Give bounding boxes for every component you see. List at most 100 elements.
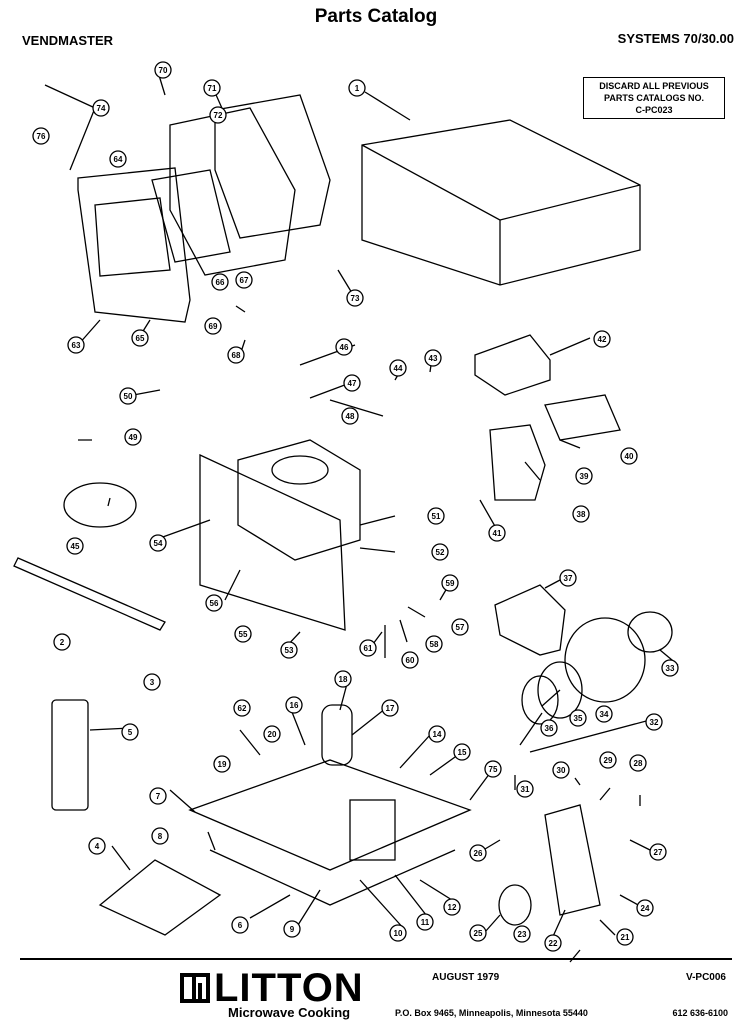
callout-9: 9 <box>283 920 301 938</box>
stirrer-drawing <box>63 482 137 528</box>
callout-number: 28 <box>634 759 643 768</box>
magnetron-drawing <box>489 424 546 501</box>
callout-number: 48 <box>346 412 355 421</box>
callout-circle <box>636 899 654 917</box>
callout-number: 17 <box>386 704 395 713</box>
discard-notice: DISCARD ALL PREVIOUS PARTS CATALOGS NO. … <box>583 77 725 119</box>
callout-circle <box>263 725 281 743</box>
callout-circle <box>552 761 570 779</box>
callout-number: 37 <box>564 574 573 583</box>
callout-73: 73 <box>346 289 364 307</box>
callout-number: 52 <box>436 548 445 557</box>
callout-circle <box>416 913 434 931</box>
callout-number: 57 <box>456 623 465 632</box>
callout-circle <box>53 633 71 651</box>
callout-number: 21 <box>621 933 630 942</box>
callout-number: 66 <box>216 278 225 287</box>
callout-17: 17 <box>381 699 399 717</box>
catalog-date: AUGUST 1979 <box>432 972 500 983</box>
callout-circle <box>280 641 298 659</box>
page-title: Parts Catalog <box>314 6 438 27</box>
callout-circle <box>431 543 449 561</box>
callout-circle <box>599 751 617 769</box>
callout-64: 64 <box>109 150 127 168</box>
callout-15: 15 <box>453 743 471 761</box>
callout-circle <box>32 127 50 145</box>
callout-37: 37 <box>559 569 577 587</box>
callout-number: 27 <box>654 848 663 857</box>
callout-52: 52 <box>431 543 449 561</box>
callout-number: 2 <box>60 638 65 647</box>
callout-circle <box>143 673 161 691</box>
callout-number: 10 <box>394 929 403 938</box>
callout-19: 19 <box>213 755 231 773</box>
callout-circle <box>92 99 110 117</box>
callout-20: 20 <box>263 725 281 743</box>
footer-rule <box>20 958 732 960</box>
callout-41: 41 <box>488 524 506 542</box>
blower-housing-drawing <box>564 617 646 703</box>
callout-43: 43 <box>424 349 442 367</box>
callout-number: 51 <box>432 512 441 521</box>
callout-number: 74 <box>97 104 106 113</box>
callout-number: 32 <box>650 718 659 727</box>
callout-circle <box>401 651 419 669</box>
callout-40: 40 <box>620 447 638 465</box>
callout-circle <box>209 106 227 124</box>
keypad-drawing <box>51 699 89 811</box>
callout-number: 31 <box>521 785 530 794</box>
callout-53: 53 <box>280 641 298 659</box>
callout-number: 33 <box>666 664 675 673</box>
callout-60: 60 <box>401 651 419 669</box>
callout-circle <box>484 760 502 778</box>
callout-number: 69 <box>209 322 218 331</box>
callout-circle <box>149 534 167 552</box>
cabinet-drawing <box>361 119 641 286</box>
callout-number: 68 <box>232 351 241 360</box>
callout-circle <box>203 79 221 97</box>
callout-2: 2 <box>53 633 71 651</box>
callout-number: 50 <box>124 392 133 401</box>
callout-number: 29 <box>604 756 613 765</box>
callout-42: 42 <box>593 330 611 348</box>
callout-circle <box>516 780 534 798</box>
callout-number: 36 <box>545 724 554 733</box>
door-choke-drawing <box>151 169 231 263</box>
callout-circle <box>348 79 366 97</box>
leader-lines <box>44 71 679 963</box>
callout-number: 45 <box>71 542 80 551</box>
brand-tagline: Microwave Cooking <box>228 1005 351 1020</box>
callout-number: 38 <box>577 510 586 519</box>
callout-number: 64 <box>114 155 123 164</box>
callout-number: 20 <box>268 730 277 739</box>
callout-11: 11 <box>416 913 434 931</box>
callout-circle <box>428 725 446 743</box>
callout-number: 73 <box>351 294 360 303</box>
callout-number: 6 <box>238 921 243 930</box>
base-plate-drawing <box>188 759 472 906</box>
callout-number: 24 <box>641 904 650 913</box>
callout-16: 16 <box>285 696 303 714</box>
callout-circle <box>66 537 84 555</box>
shelf-drawing <box>544 394 621 441</box>
callout-number: 53 <box>285 646 294 655</box>
brand-name: LITTON <box>214 966 364 1010</box>
callout-4: 4 <box>88 837 106 855</box>
callout-circle <box>595 705 613 723</box>
callout-number: 22 <box>549 939 558 948</box>
callout-number: 1 <box>355 84 360 93</box>
callout-circle <box>213 755 231 773</box>
callout-34: 34 <box>595 705 613 723</box>
callout-circle <box>283 920 301 938</box>
callout-59: 59 <box>441 574 459 592</box>
air-duct-drawing <box>494 584 566 656</box>
callout-circle <box>154 61 172 79</box>
callout-circle <box>469 924 487 942</box>
callout-56: 56 <box>205 594 223 612</box>
oven-cavity-front-drawing <box>199 453 346 631</box>
callout-circle <box>389 924 407 942</box>
callout-circle <box>227 346 245 364</box>
callout-number: 55 <box>239 630 248 639</box>
